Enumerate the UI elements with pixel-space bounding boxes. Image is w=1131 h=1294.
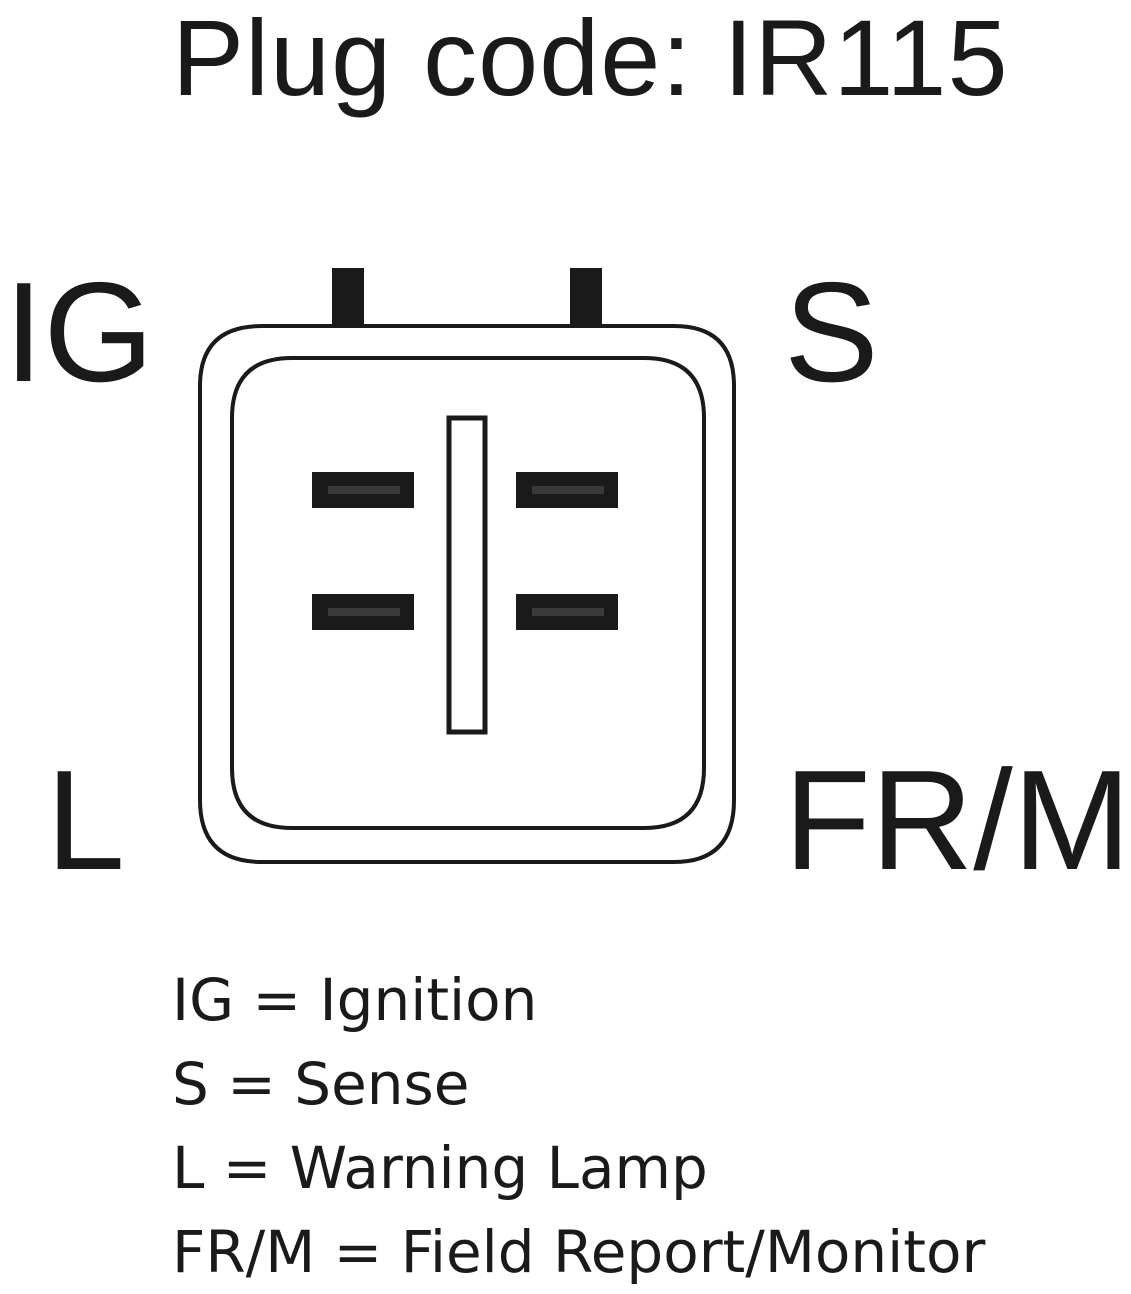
terminal-ig-highlight: [328, 486, 400, 494]
pin-label-fr-m: FR/M: [784, 741, 1131, 900]
pin-label-s: S: [784, 253, 879, 412]
pin-legend: IG = Ignition S = Sense L = Warning Lamp…: [172, 958, 985, 1294]
center-key-slot: [446, 415, 488, 735]
legend-item-fr-m: FR/M = Field Report/Monitor: [172, 1218, 986, 1286]
pin-label-l: L: [46, 741, 125, 900]
legend-item-ig: IG = Ignition: [172, 966, 538, 1034]
top-tab-right: [570, 268, 602, 328]
legend-item-s: S = Sense: [172, 1050, 470, 1118]
plug-code-title: Plug code: IR115: [172, 0, 1009, 118]
connector-inner-housing: [230, 356, 706, 830]
top-tab-left: [332, 268, 364, 328]
terminal-s-highlight: [532, 486, 604, 494]
legend-item-l: L = Warning Lamp: [172, 1134, 708, 1202]
pin-label-ig: IG: [4, 253, 154, 412]
terminal-fr-m-highlight: [532, 608, 604, 616]
terminal-l-highlight: [328, 608, 400, 616]
